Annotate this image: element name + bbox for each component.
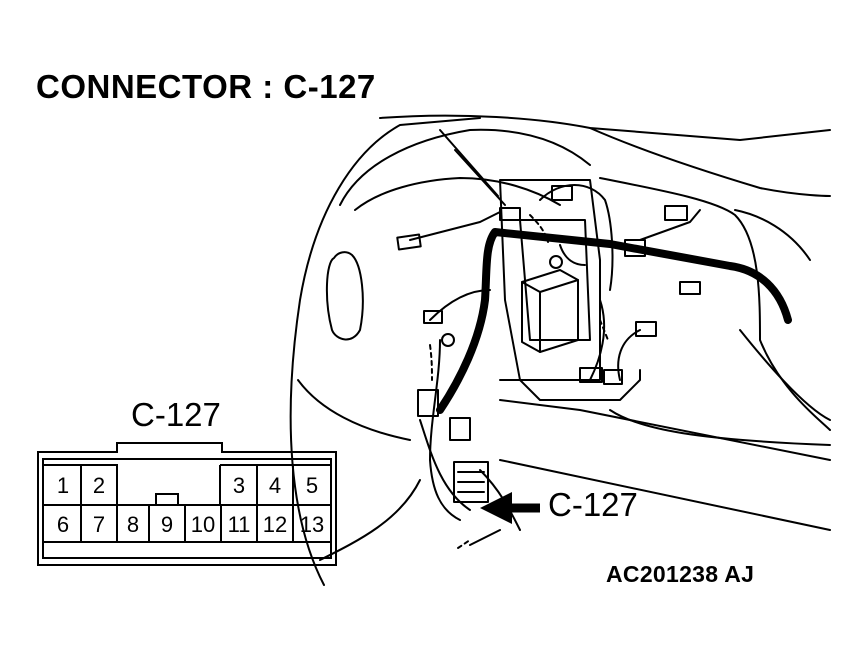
pin-10-label: 10 xyxy=(191,512,215,537)
small-connector xyxy=(603,369,623,385)
small-connector xyxy=(396,233,422,251)
dash-panel-right xyxy=(589,127,831,197)
harness-wire-7 xyxy=(639,209,701,241)
small-connector xyxy=(679,281,701,295)
small-connector xyxy=(664,205,688,221)
cluster-hood xyxy=(339,128,591,206)
center-stack xyxy=(499,179,601,381)
small-connector xyxy=(635,321,657,337)
connector-face-label: C-127 xyxy=(131,396,221,433)
illustration-code: AC201238 AJ xyxy=(606,561,755,587)
small-connector xyxy=(499,207,521,221)
pin-8-label: 8 xyxy=(127,512,139,537)
ground-terminal xyxy=(549,255,563,269)
pin-9-label: 9 xyxy=(161,512,173,537)
harness-callout-label: C-127 xyxy=(548,486,638,523)
center-stack-inner xyxy=(519,219,591,341)
cluster-inner xyxy=(354,177,561,211)
relay-box xyxy=(521,269,579,353)
pin-12-label: 12 xyxy=(263,512,287,537)
connector-lock xyxy=(155,493,179,506)
pin-11-label: 11 xyxy=(228,512,251,537)
pin-7-label: 7 xyxy=(93,512,105,537)
pin-3-label: 3 xyxy=(233,473,245,498)
ground-terminal xyxy=(441,333,455,347)
dash-panel-upper xyxy=(379,114,831,141)
glovebox-outline xyxy=(734,209,831,421)
dash-panel-lower xyxy=(599,177,831,431)
connector-face xyxy=(37,442,337,566)
pin-4-label: 4 xyxy=(269,473,281,498)
lower-bracket xyxy=(499,369,641,401)
harness-wire-9 xyxy=(559,244,586,266)
main-harness xyxy=(436,228,792,414)
small-connector xyxy=(551,185,573,201)
small-connector xyxy=(579,367,603,383)
c127-harness-connector xyxy=(453,461,489,503)
harness-wire-6 xyxy=(589,299,606,381)
pin-numbers: 1 2 3 4 5 6 7 8 9 10 11 12 13 xyxy=(57,473,324,537)
small-connector xyxy=(449,417,471,441)
harness-wire-3 xyxy=(429,339,461,521)
c127-pointer-arrow xyxy=(480,492,540,524)
console-line xyxy=(319,479,421,561)
diagram-title: CONNECTOR : C-127 xyxy=(36,68,376,105)
steering-column-line xyxy=(439,129,499,197)
harness-wire-4 xyxy=(419,419,471,511)
harness-wire-1 xyxy=(409,211,501,241)
pin-13-label: 13 xyxy=(300,512,324,537)
dash-left-wall xyxy=(297,379,411,441)
small-connector xyxy=(423,310,443,324)
pin-2-label: 2 xyxy=(93,473,105,498)
dash-outer-outline xyxy=(289,117,481,586)
pin-5-label: 5 xyxy=(306,473,318,498)
harness-wire-5 xyxy=(539,184,614,291)
pin-6-label: 6 xyxy=(57,512,69,537)
pin-1-label: 1 xyxy=(57,473,69,498)
left-vent xyxy=(325,251,364,341)
small-connector xyxy=(417,389,439,417)
steering-column-line-2 xyxy=(454,149,506,206)
